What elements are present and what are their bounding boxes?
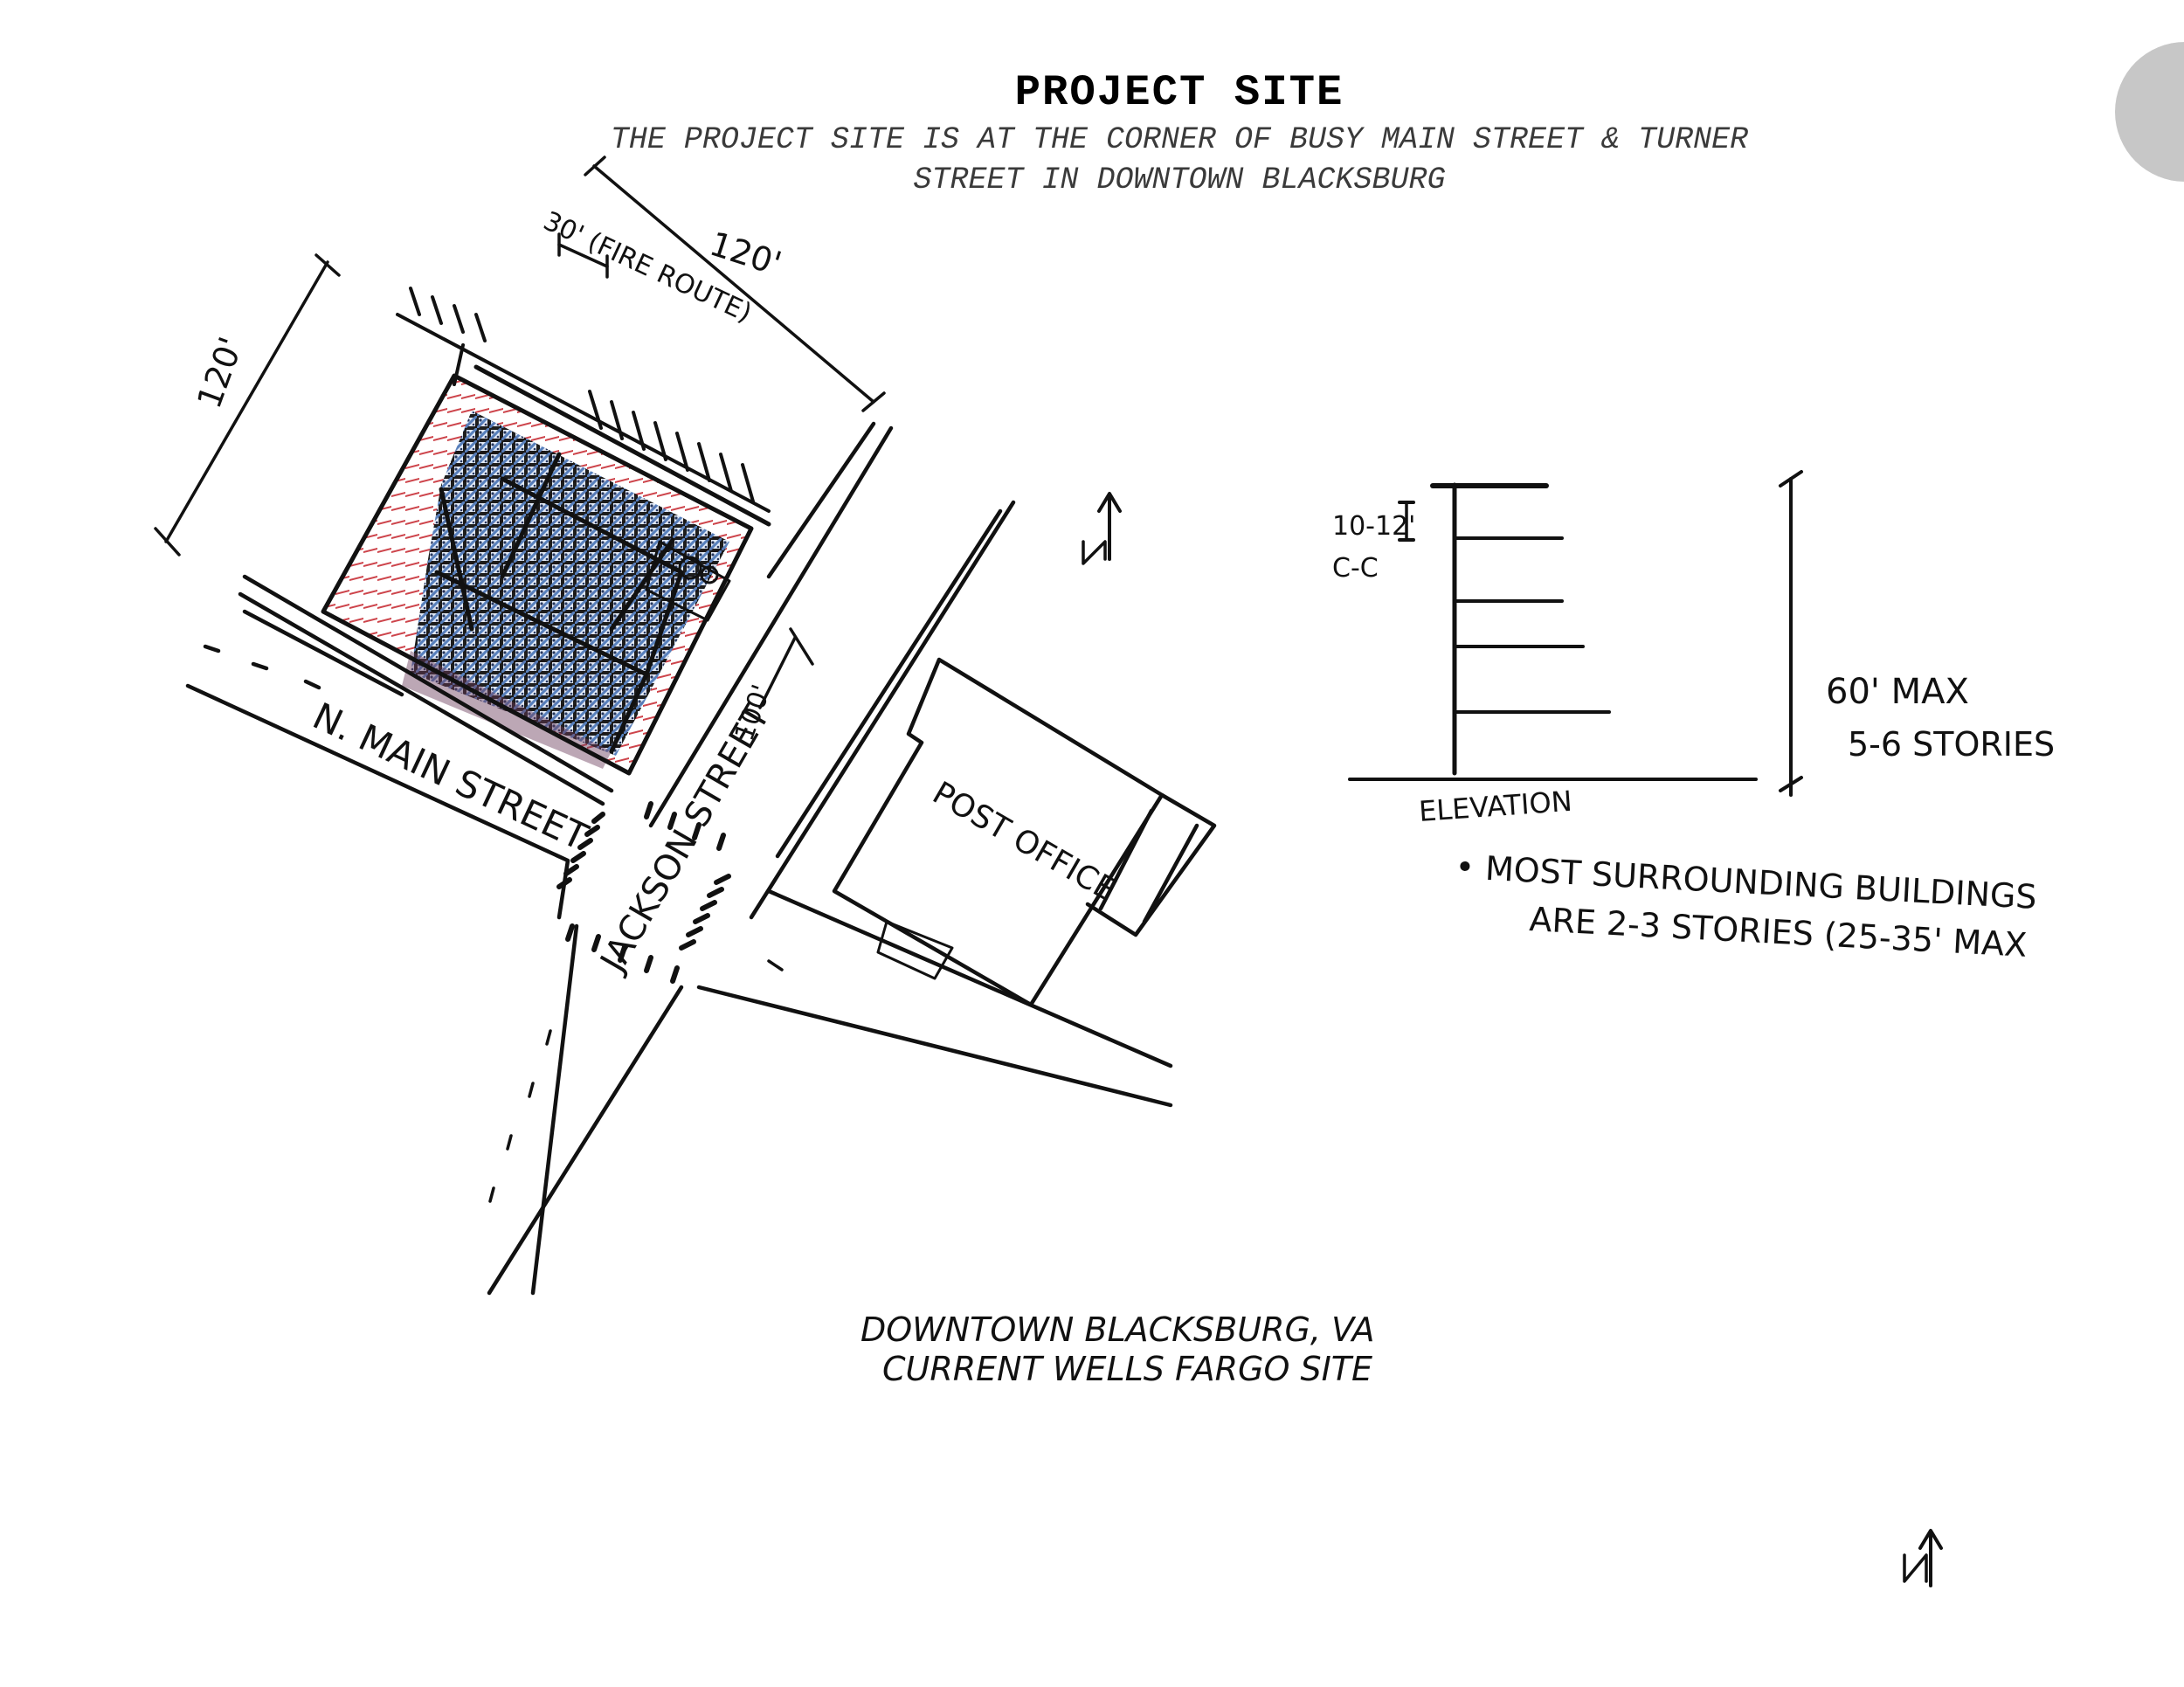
page-title: PROJECT SITE — [1014, 68, 1344, 117]
post-office-building — [832, 657, 1217, 1007]
site-hatch — [323, 376, 751, 773]
plan-caption-line-2: CURRENT WELLS FARGO SITE — [882, 1350, 1372, 1388]
footer-north-arrow — [1903, 1529, 1943, 1587]
subtitle-line-1: THE PROJECT SITE IS AT THE CORNER OF BUS… — [610, 122, 1749, 157]
jackson-arrows — [758, 627, 814, 971]
stories-label: 5-6 STORIES — [1848, 725, 2055, 764]
centerline-dashes — [488, 1029, 552, 1203]
plan-caption-line-1: DOWNTOWN BLACKSBURG, VA — [860, 1310, 1374, 1349]
floor-height-note: C-C — [1332, 553, 1379, 584]
fire-route-label: 30' (FIRE ROUTE) — [539, 206, 757, 329]
parking-ticks — [409, 287, 755, 503]
fire-route-lines — [396, 313, 771, 513]
dim-length-label: 120' — [705, 225, 786, 283]
plan-north-arrow — [1082, 492, 1122, 565]
dimension-lines — [154, 156, 886, 557]
max-height-label: 60' MAX — [1826, 672, 1969, 712]
crosswalks — [556, 801, 731, 984]
elevation-diagram: 10-12' C-C 60' MAX 5-6 STORIES ELEVATION… — [1332, 470, 2055, 964]
main-street-edges — [185, 574, 614, 1296]
post-office-label: POST OFFICE — [927, 775, 1123, 909]
elevation-label: ELEVATION — [1418, 785, 1573, 828]
floor-height-label: 10-12' — [1332, 511, 1415, 542]
site-plan: 120' 120' 30' (FIRE ROUTE) N. MAIN STREE… — [154, 156, 1374, 1388]
site-boundary — [321, 364, 771, 776]
subtitle-line-2: STREET IN DOWNTOWN BLACKSBURG — [913, 162, 1446, 197]
jackson-street-edges — [487, 421, 1173, 1296]
dim-width-label: 120' — [190, 332, 251, 413]
jackson-width-label: 100' — [729, 681, 778, 745]
